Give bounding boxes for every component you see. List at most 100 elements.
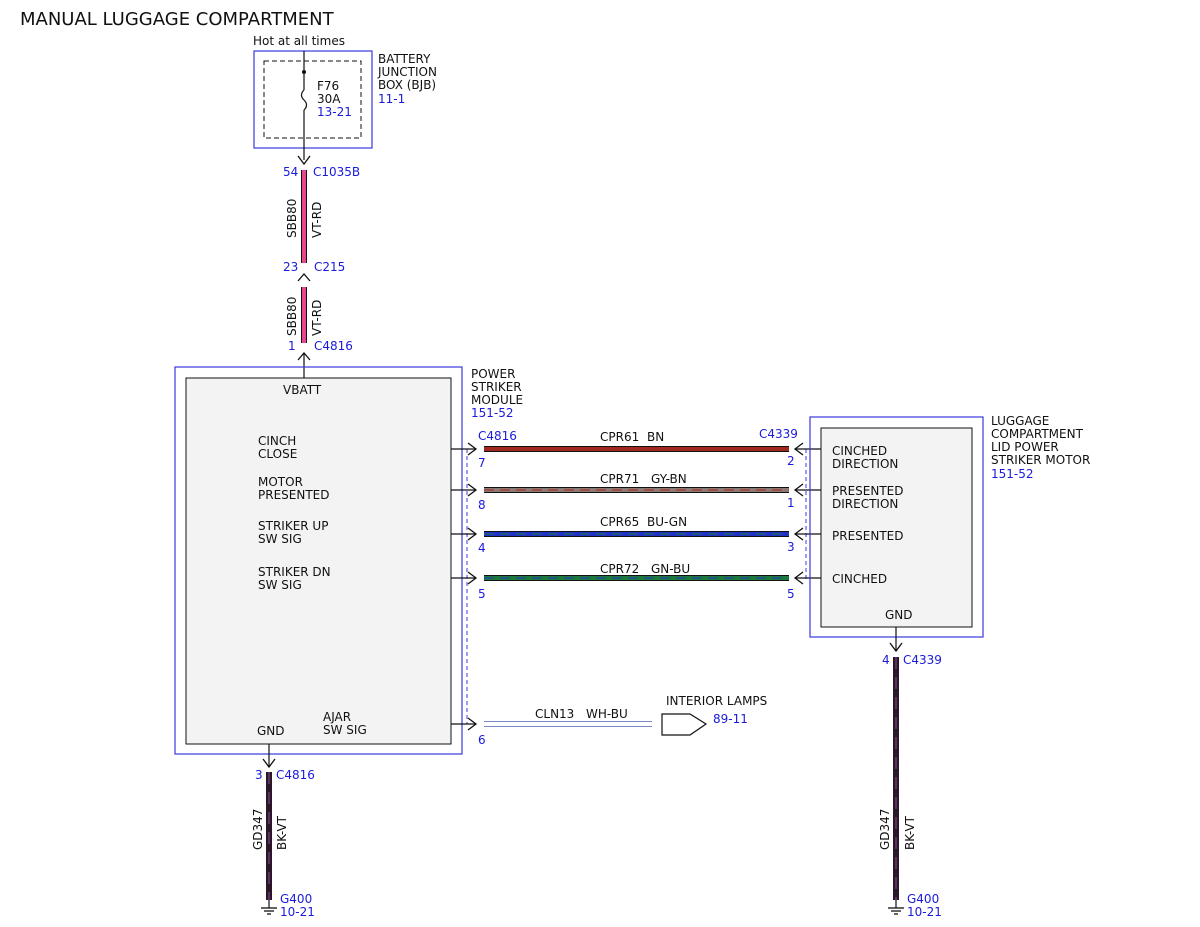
module-name-3: MODULE <box>471 393 523 407</box>
module-name-1: POWER <box>471 367 515 381</box>
connector-arrow-c1035b <box>297 155 311 166</box>
fuse-terminal-dot <box>302 70 306 74</box>
ground-left-connector-arrow <box>262 758 276 769</box>
module-pin-motor-presented-1: MOTOR <box>258 475 303 489</box>
bjb-name-1: BATTERY <box>378 52 431 66</box>
ground-left-connector: C4816 <box>276 768 315 782</box>
motor-name-4: STRIKER MOTOR <box>991 453 1090 467</box>
fuse-icon <box>300 89 308 111</box>
module-vbatt: VBATT <box>283 383 322 397</box>
wire-cln13-color: WH-BU <box>586 707 628 721</box>
wire-cpr61-right-pin: 2 <box>787 454 795 468</box>
bjb-name-3: BOX (BJB) <box>378 78 436 92</box>
bjb-ref: 11-1 <box>378 92 405 106</box>
wire-cpr72-left-pin: 5 <box>478 587 486 601</box>
c1035b-label: C1035B <box>313 165 360 179</box>
wire-gd347-right-color: BK-VT <box>903 815 917 850</box>
wire-cpr71-circuit: CPR71 <box>600 472 639 486</box>
wire-sbb80-2-color: VT-RD <box>310 300 324 336</box>
c4816-right-label: C4816 <box>478 429 517 443</box>
module-pin-ajar-2: SW SIG <box>323 723 367 737</box>
wire-cpr61-arrow-left <box>467 442 478 456</box>
wire-cpr65: CPR65 BU-GN 4 3 <box>451 515 821 555</box>
ground-left-ref: 10-21 <box>280 905 315 919</box>
module-name-2: STRIKER <box>471 380 522 394</box>
motor-pin-presented-direction-1: PRESENTED <box>832 484 903 498</box>
module-pin-ajar-1: AJAR <box>323 710 351 724</box>
wire-gd347-left-circuit: GD347 <box>251 809 265 850</box>
wire-gd347-right-circuit: GD347 <box>878 809 892 850</box>
module-pin-cinch-close-2: CLOSE <box>258 447 297 461</box>
fuse-ref: 13-21 <box>317 105 352 119</box>
wire-cpr72-arrow-left <box>467 571 478 585</box>
ground-left-id: G400 <box>280 892 312 906</box>
ground-right-ref: 10-21 <box>907 905 942 919</box>
module-outline <box>174 366 463 755</box>
wire-cpr72-right-pin: 5 <box>787 587 795 601</box>
wire-sbb80-2-circuit: SBB80 <box>285 297 299 336</box>
wire-cpr65-arrow-left <box>467 527 478 541</box>
module-pin-striker-dn-2: SW SIG <box>258 578 302 592</box>
module-pin-striker-dn-1: STRIKER DN <box>258 565 331 579</box>
wire-cpr71-right-pin: 1 <box>787 496 795 510</box>
wire-cpr65-circuit: CPR65 <box>600 515 639 529</box>
wire-cpr71-left-pin: 8 <box>478 498 486 512</box>
wire-cpr72-color: GN-BU <box>651 562 690 576</box>
module-pin-striker-up-2: SW SIG <box>258 532 302 546</box>
wire-cpr72: CPR72 GN-BU 5 5 <box>451 562 821 601</box>
ground-left-pin: 3 <box>255 768 263 782</box>
wire-cpr65-right-pin: 3 <box>787 540 795 554</box>
wire-sbb80-1-color: VT-RD <box>310 202 324 238</box>
motor-name-1: LUGGAGE <box>991 414 1049 428</box>
interior-lamps-ref: 89-11 <box>713 712 748 726</box>
motor-pin-presented: PRESENTED <box>832 529 903 543</box>
fuse-rating: 30A <box>317 92 341 106</box>
ground-right-connector: C4339 <box>903 653 942 667</box>
wire-cpr71: CPR71 GY-BN 8 1 <box>451 472 821 512</box>
c4816-top-pin: 1 <box>288 339 296 353</box>
c4339-left-label: C4339 <box>759 427 798 441</box>
ground-right: 4 C4339 GD347 BK-VT G400 10-21 <box>878 627 942 919</box>
hot-at-all-times-label: Hot at all times <box>253 34 345 48</box>
ground-left: 3 C4816 GD347 BK-VT G400 10-21 <box>251 744 315 919</box>
motor-pin-cinched-direction-1: CINCHED <box>832 444 887 458</box>
diagram-title: MANUAL LUGGAGE COMPARTMENT <box>20 9 335 30</box>
wire-sbb80-1-circuit: SBB80 <box>285 199 299 238</box>
wire-cln13-pin: 6 <box>478 733 486 747</box>
interior-lamps-label: INTERIOR LAMPS <box>666 694 767 708</box>
ground-right-pin: 4 <box>882 653 890 667</box>
module-ref: 151-52 <box>471 406 514 420</box>
module-pin-cinch-close-1: CINCH <box>258 434 296 448</box>
wire-cln13-arrow <box>467 717 478 731</box>
motor-pin-cinched-direction-2: DIRECTION <box>832 457 898 471</box>
wire-cln13-circuit: CLN13 <box>535 707 574 721</box>
c215-pin: 23 <box>283 260 298 274</box>
module-gnd: GND <box>257 724 285 738</box>
fuse-id: F76 <box>317 79 339 93</box>
motor-pin-cinched: CINCHED <box>832 572 887 586</box>
wire-gd347-left-color: BK-VT <box>275 815 289 850</box>
c1035b-pin: 54 <box>283 165 298 179</box>
connector-arrow-c215 <box>297 273 311 282</box>
module-inner <box>185 377 452 745</box>
striker-motor: CINCHED DIRECTION PRESENTED DIRECTION PR… <box>809 414 1090 638</box>
c215-label: C215 <box>314 260 345 274</box>
power-striker-module: VBATT CINCH CLOSE MOTOR PRESENTED STRIKE… <box>174 366 523 755</box>
motor-gnd: GND <box>885 608 913 622</box>
bjb-outline <box>253 50 373 149</box>
module-pin-motor-presented-2: PRESENTED <box>258 488 329 502</box>
module-pin-striker-up-1: STRIKER UP <box>258 519 328 533</box>
wire-cpr61-circuit: CPR61 <box>600 430 639 444</box>
wire-cpr65-left-pin: 4 <box>478 541 486 555</box>
motor-ref: 151-52 <box>991 467 1034 481</box>
motor-name-2: COMPARTMENT <box>991 427 1084 441</box>
top-wiring: 54 C1035B SBB80 VT-RD 23 C215 SBB80 VT-R… <box>283 155 360 378</box>
motor-name-3: LID POWER <box>991 440 1059 454</box>
motor-inner <box>820 427 973 628</box>
wire-cpr65-color: BU-GN <box>647 515 687 529</box>
wire-cpr71-color: GY-BN <box>651 472 687 486</box>
wire-cpr61-color: BN <box>647 430 664 444</box>
interior-lamps-arrow-icon <box>661 713 708 736</box>
wire-cln13: CLN13 WH-BU 6 INTERIOR LAMPS 89-11 <box>451 694 767 747</box>
